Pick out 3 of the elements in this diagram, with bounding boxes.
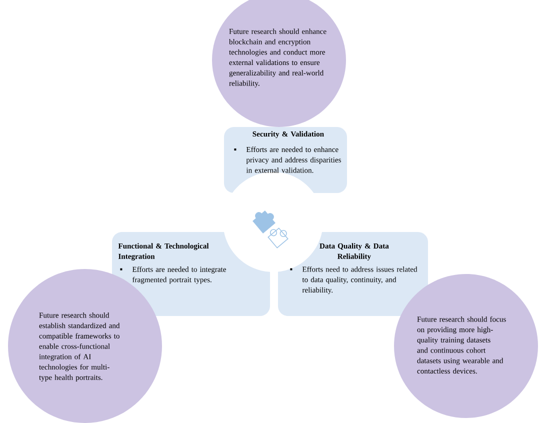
challenge-box <box>278 232 428 316</box>
research-circle <box>394 274 538 418</box>
challenge-box <box>112 232 270 316</box>
